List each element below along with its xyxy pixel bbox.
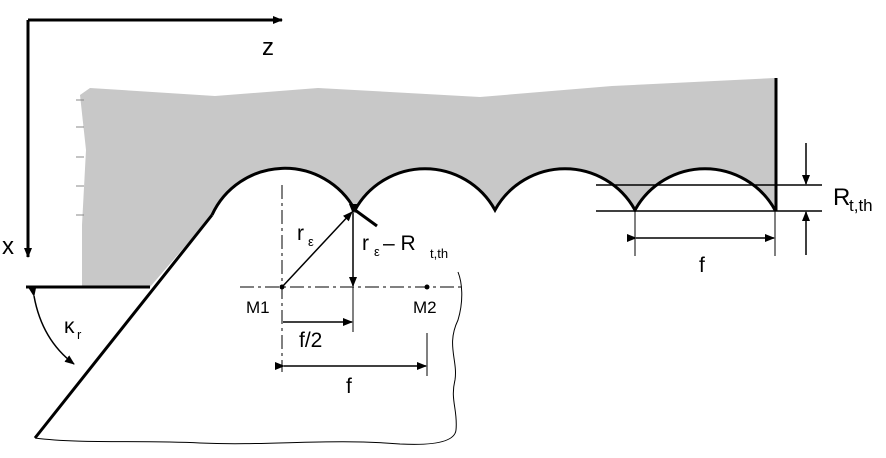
workpiece-region xyxy=(80,78,775,287)
height-expression-r-sub: ε xyxy=(374,244,380,259)
feed-label-bottom: f xyxy=(346,375,352,398)
nose-radius-subscript: ε xyxy=(308,234,314,249)
coordinate-axes xyxy=(24,16,283,258)
feed-label-right: f xyxy=(699,254,705,277)
approach-angle-subscript: r xyxy=(77,327,82,342)
roughness-subscript: t,th xyxy=(849,196,873,215)
center-point-m2 xyxy=(424,284,430,290)
approach-angle-label: κ xyxy=(64,315,75,338)
machined-surface-profile xyxy=(210,166,777,216)
height-expression-minus-R: – R xyxy=(383,232,416,255)
approach-angle-arc xyxy=(28,286,75,365)
center1-label: M1 xyxy=(246,298,270,317)
nose-radius-label: r xyxy=(297,222,304,245)
center2-label: M2 xyxy=(413,298,437,317)
x-axis-label: x xyxy=(2,233,14,260)
cutting-tool xyxy=(33,208,463,445)
height-expression-sub: t,th xyxy=(430,246,448,261)
nose-radius-arrow xyxy=(281,211,353,288)
roughness-label: R xyxy=(833,184,850,211)
z-axis-label: z xyxy=(262,34,274,61)
height-expression-r: r xyxy=(362,232,369,255)
half-feed-label: f/2 xyxy=(299,329,322,352)
workpiece-edge-ticks xyxy=(76,99,84,216)
